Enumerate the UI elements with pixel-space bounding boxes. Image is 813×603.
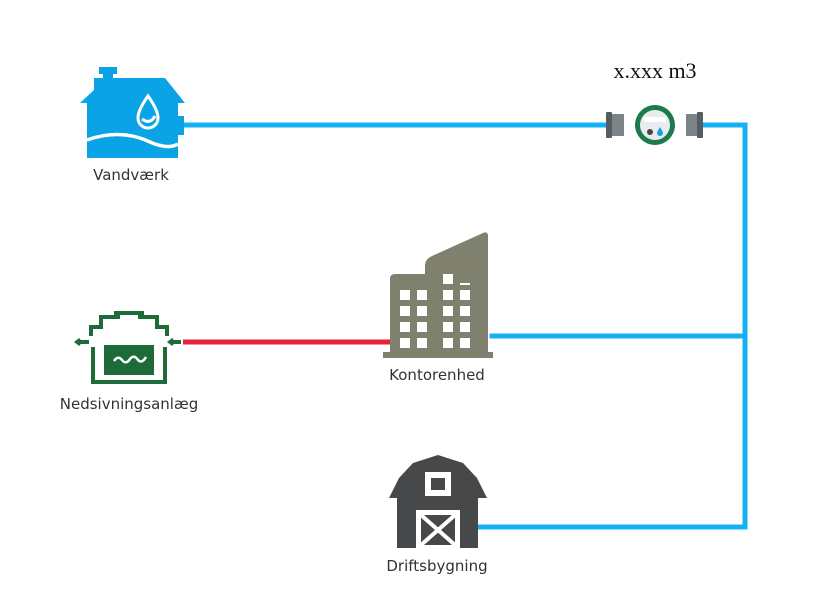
pipe-meter-to-main (697, 122, 748, 530)
label-infiltration: Nedsivningsanlæg (59, 395, 199, 413)
label-office: Kontorenhed (389, 366, 485, 384)
barn-icon (389, 455, 487, 548)
water-pipes (177, 122, 748, 530)
infiltration-system-icon (73, 311, 181, 384)
label-waterworks: Vandværk (93, 166, 169, 184)
water-meter-icon[interactable] (606, 105, 703, 145)
waterworks-house-icon (80, 67, 185, 158)
office-windows (400, 274, 470, 348)
label-farm-building: Driftsbygning (386, 557, 488, 575)
office-building-icon (383, 232, 493, 358)
meter-reading: x.xxx m3 (613, 58, 697, 83)
